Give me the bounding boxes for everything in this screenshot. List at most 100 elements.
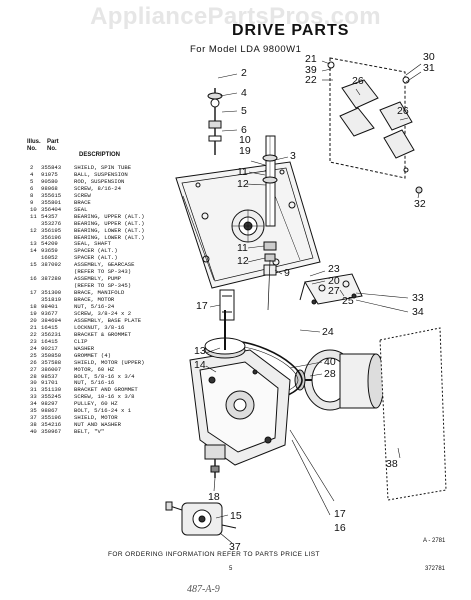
motor-shields: [327, 57, 423, 194]
table-cell-part: 353276: [41, 219, 62, 227]
table-cell-part: 93677: [41, 309, 58, 317]
table-cell-desc: SPACER (ALT.): [74, 254, 118, 262]
table-cell-desc: SCREW, 10-16 x 3/8: [74, 393, 135, 401]
callout-4: 4: [241, 87, 247, 99]
callout-12-upper: 12: [237, 178, 249, 190]
callout-14: 14: [194, 359, 206, 371]
table-cell-part: 54357: [41, 212, 58, 220]
callout-18: 18: [208, 491, 220, 503]
table-cell-part: 354216: [41, 421, 62, 429]
table-cell-desc: GROMMET (4): [74, 351, 111, 359]
table-cell-desc: SPACER (ALT.): [74, 247, 118, 255]
callout-2: 2: [241, 67, 247, 79]
callout-34: 34: [412, 306, 424, 318]
manifold-brace: [219, 289, 235, 321]
callout-24: 24: [322, 326, 334, 338]
table-header-part-no: Part No.: [47, 139, 59, 152]
table-cell-part: 91075: [41, 170, 58, 178]
callout-26-lower: 26: [397, 105, 409, 117]
suspension-rod: [207, 88, 223, 155]
table-cell-ill: 8: [30, 191, 34, 199]
table-cell-desc: SCREW, 3/8-24 x 2: [74, 309, 132, 317]
table-cell-part: 387280: [41, 275, 62, 283]
table-cell-part: 387092: [41, 261, 62, 269]
callout-12-lower: 12: [237, 255, 249, 267]
table-cell-part: 16052: [41, 254, 58, 262]
table-cell-desc: SCREW, 8/16-24: [74, 184, 121, 192]
table-cell-part: 98867: [41, 407, 58, 415]
table-cell-part: 91701: [41, 379, 58, 387]
table-header-ill-no: Illus. No.: [27, 139, 41, 152]
pump-assembly: [165, 501, 237, 536]
table-cell-part: 355801: [41, 198, 62, 206]
table-cell-ill: 16: [30, 275, 37, 283]
callout-16: 16: [334, 522, 346, 534]
table-cell-ill: 13: [30, 240, 37, 248]
table-cell-desc: BOLT, 5/8-16 x 3/4: [74, 372, 135, 380]
callout-27: 27: [328, 285, 340, 297]
callout-20: 20: [328, 275, 340, 287]
table-cell-ill: 2: [30, 164, 34, 171]
table-cell-ill: 15: [30, 261, 37, 269]
callout-30: 30: [423, 51, 435, 63]
table-cell-part: 355245: [41, 393, 62, 401]
table-cell-desc: PULLEY, 60 HZ: [74, 400, 118, 408]
table-cell-part: 350850: [41, 351, 62, 359]
table-cell-desc: BRACE, MANIFOLD: [74, 289, 125, 297]
table-cell-desc: SHIELD, MOTOR: [74, 414, 118, 422]
callout-38: 38: [386, 458, 398, 470]
callout-28: 28: [324, 368, 336, 380]
table-cell-ill: 34: [30, 400, 37, 408]
reference-number: A - 2781: [423, 538, 446, 544]
table-cell-desc: BEARING, LOWER (ALT.): [74, 226, 145, 234]
table-cell-part: 54209: [41, 240, 58, 248]
table-cell-part: 356196: [41, 233, 62, 241]
callout-32: 32: [414, 198, 426, 210]
callout-13: 13: [194, 345, 206, 357]
table-cell-desc: NUT, 5/16-24: [74, 303, 115, 310]
table-cell-ill: 24: [30, 344, 37, 352]
table-cell-ill: 23: [30, 337, 37, 345]
table-cell-ill: 27: [30, 365, 37, 373]
watermark: AppliancePartsPros.com: [90, 3, 381, 30]
table-cell-part: 355843: [41, 164, 62, 171]
table-cell-ill: 11: [30, 212, 37, 220]
table-cell-part: 356195: [41, 226, 62, 234]
table-cell-part: 351130: [41, 386, 62, 394]
table-cell-desc: SEAL, SHAFT: [74, 240, 111, 248]
table-cell-part: 16415: [41, 337, 58, 345]
table-cell-ill: 33: [30, 393, 37, 401]
callout-23: 23: [328, 263, 340, 275]
table-cell-desc: BRACE, MOTOR: [74, 296, 115, 304]
callout-19: 19: [239, 145, 251, 157]
callout-11-upper: 11: [237, 166, 248, 178]
table-cell-part: 357588: [41, 358, 62, 366]
motor-shield-panel: [379, 327, 447, 501]
page-number: 5: [229, 566, 233, 572]
table-cell-ill: 10: [30, 205, 37, 213]
table-cell-desc: LOCKNUT, 3/8-16: [74, 323, 125, 331]
table-cell-ill: 21: [30, 323, 37, 331]
handwritten-note: 487-A-9: [187, 584, 220, 595]
table-cell-ill: 22: [30, 330, 37, 338]
table-cell-ill: 37: [30, 414, 37, 422]
table-cell-desc: BELT, "V": [74, 428, 105, 436]
callout-40: 40: [324, 356, 336, 368]
table-cell-ill: 12: [30, 226, 37, 234]
ordering-info-footer: FOR ORDERING INFORMATION REFER TO PARTS …: [108, 551, 320, 558]
table-cell-desc: BOLT, 5/16-24 x 1: [74, 407, 132, 415]
table-cell-desc: ASSEMBLY, PUMP: [74, 275, 121, 283]
callout-21: 21: [305, 53, 317, 65]
table-cell-part: 384694: [41, 316, 62, 324]
table-cell-ill: 17: [30, 289, 37, 297]
table-cell-desc: BRACKET & GROMMET: [74, 330, 132, 338]
table-cell-desc: SCREW: [74, 191, 91, 199]
table-cell-desc: BEARING, LOWER (ALT.): [74, 233, 145, 241]
callout-26-upper: 26: [352, 75, 364, 87]
callout-10: 10: [239, 134, 251, 146]
callout-31: 31: [423, 62, 435, 74]
table-cell-part: 350967: [41, 428, 62, 436]
table-cell-part: 98537: [41, 372, 58, 380]
table-cell-ill: 40: [30, 428, 37, 436]
